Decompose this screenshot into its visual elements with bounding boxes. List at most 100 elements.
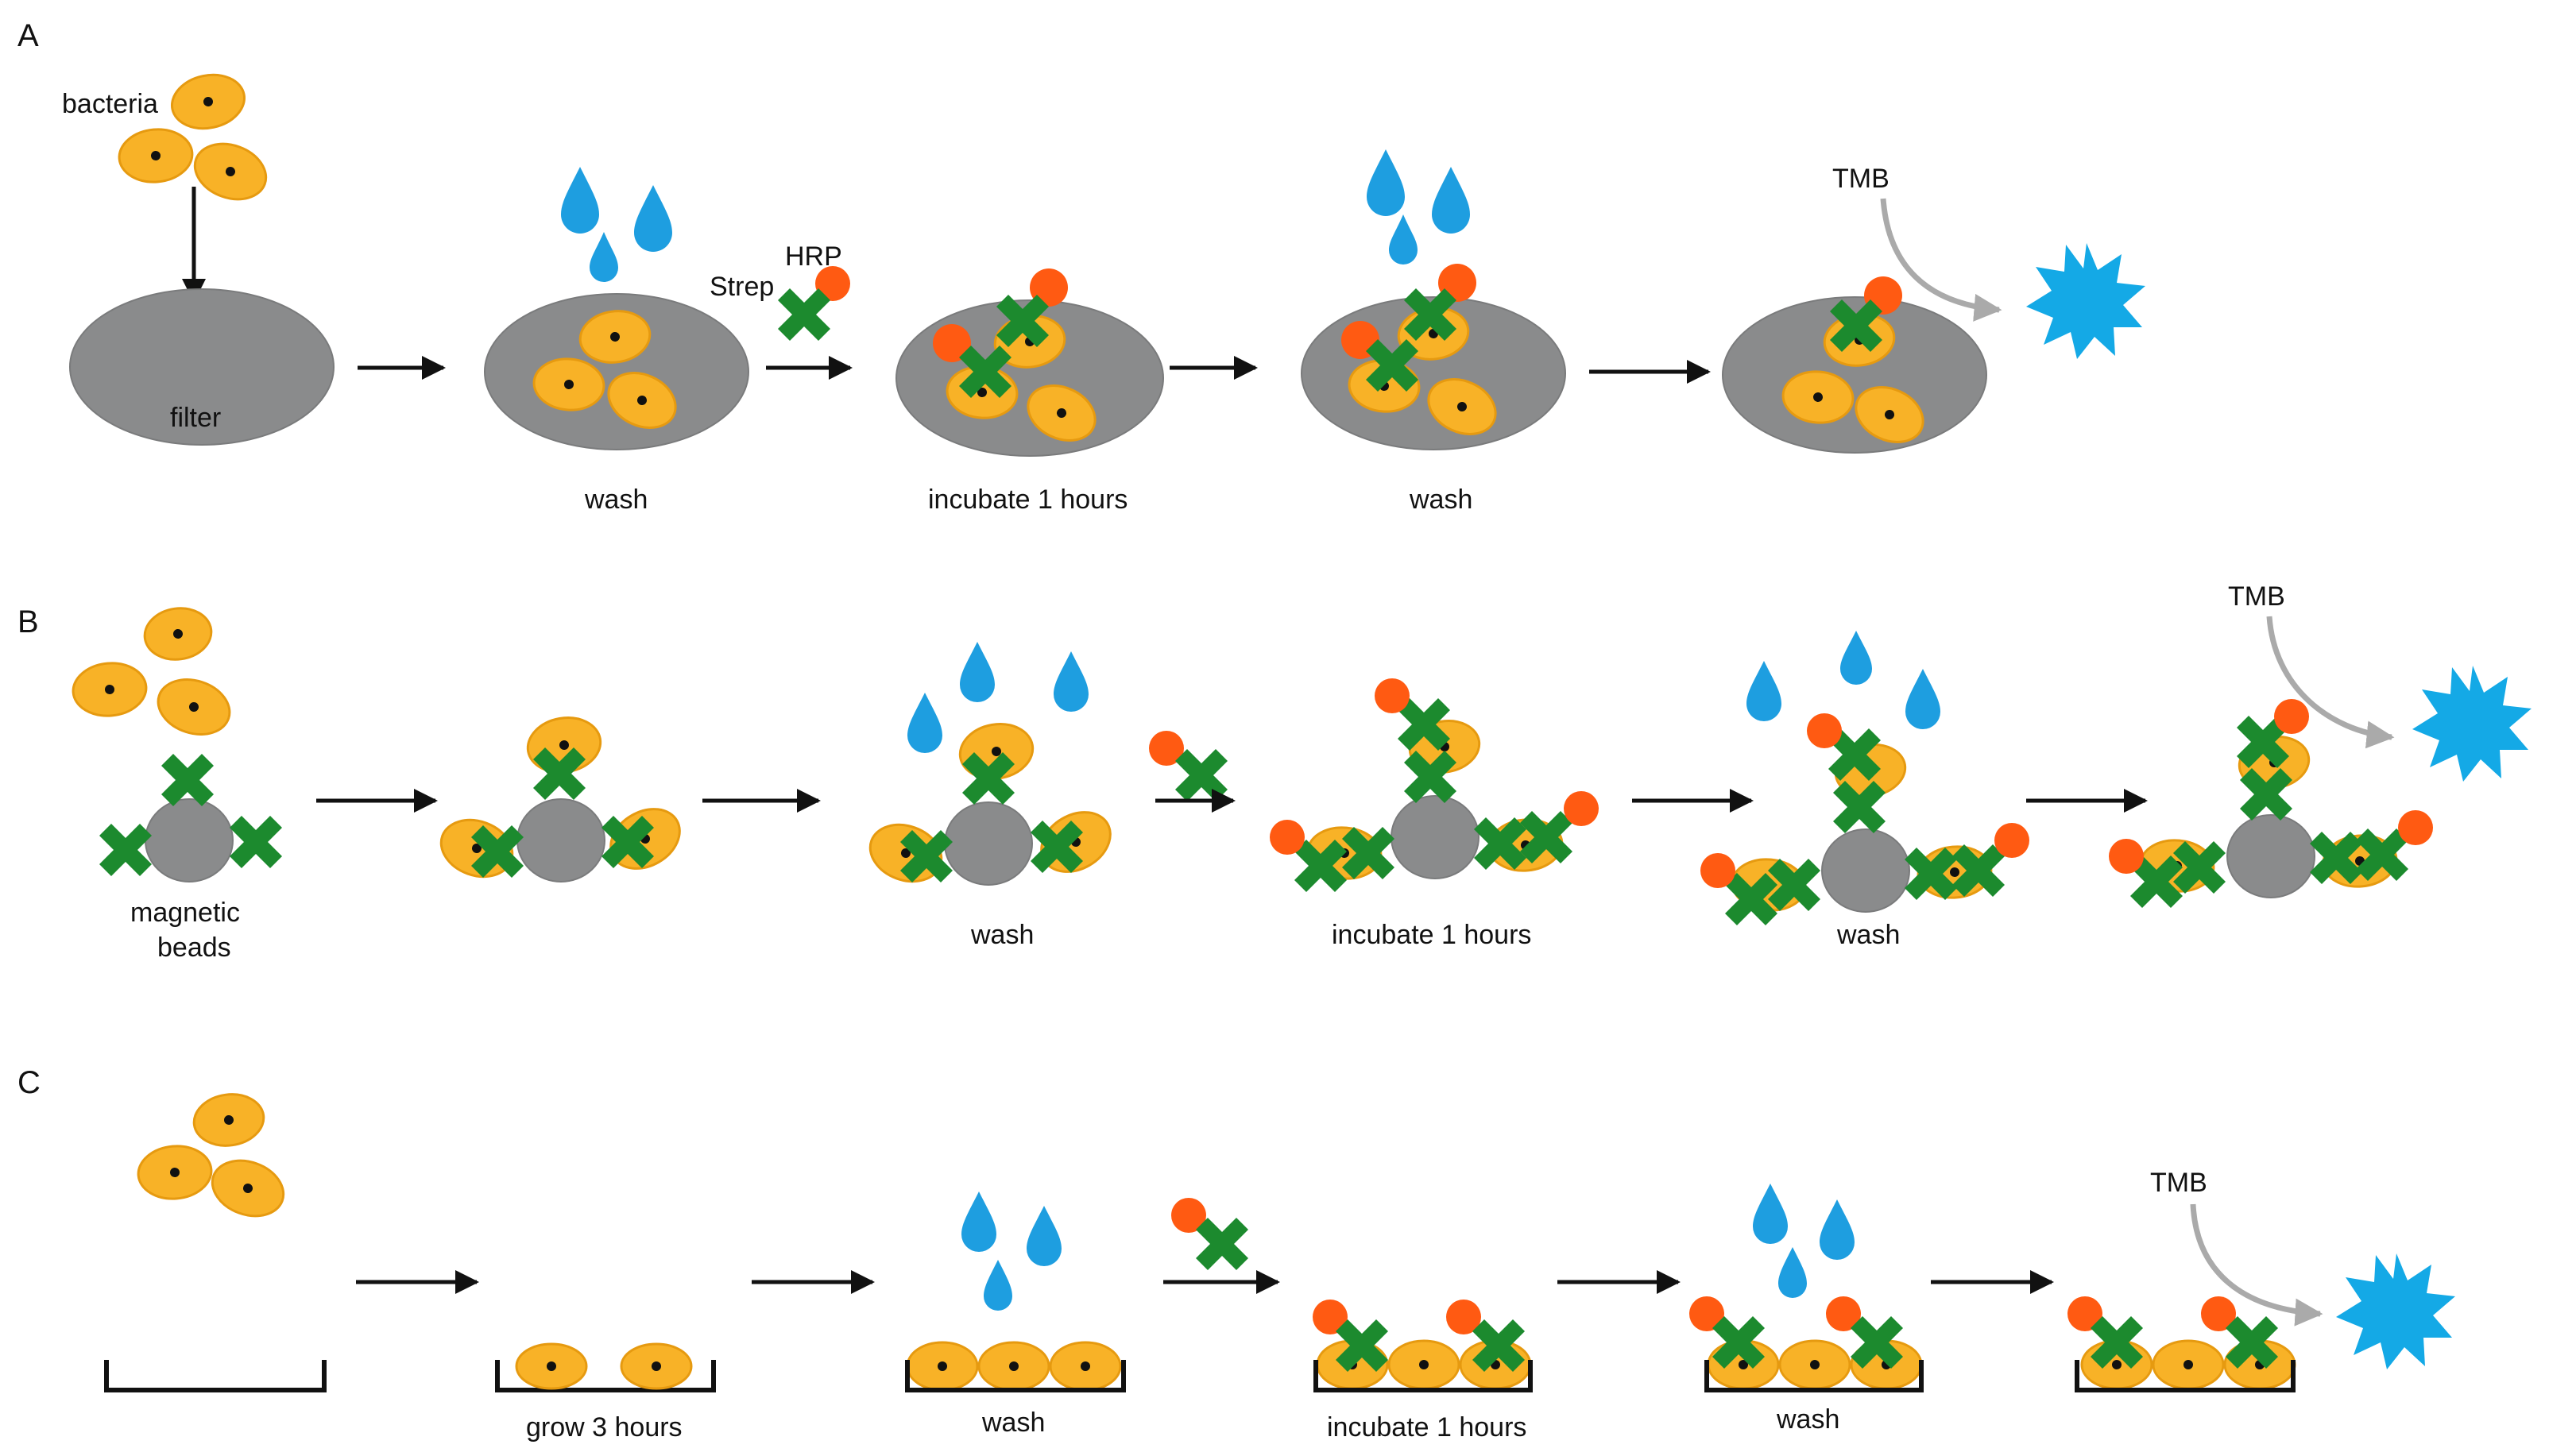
water-drop-icon	[590, 232, 618, 282]
bacteria-icon	[143, 607, 213, 661]
bead-label: magnetic	[130, 898, 240, 928]
step-label: wash	[981, 1408, 1045, 1438]
step-label: wash	[1836, 920, 1900, 950]
water-drop-icon	[1027, 1206, 1062, 1266]
strep-hrp-conjugate-icon	[1313, 1300, 1388, 1372]
step-label: incubate 1 hours	[1332, 920, 1531, 950]
strep-hrp-conjugate-icon	[1830, 276, 1902, 352]
bead-complex	[1700, 713, 2029, 925]
bacteria-icon	[906, 1341, 979, 1392]
bead-complex	[868, 723, 1112, 886]
strep-hrp-conjugate-icon	[933, 324, 1011, 398]
water-drops	[561, 167, 672, 282]
strep-hrp-conjugate-icon	[1149, 731, 1228, 801]
step-label: wash	[584, 485, 648, 515]
bead-complex	[1270, 678, 1599, 892]
magnetic-bead-icon	[1391, 795, 1480, 879]
water-drop-icon	[960, 642, 995, 702]
water-drop-icon	[1367, 149, 1405, 216]
step-label: incubate 1 hours	[928, 485, 1128, 515]
strep-hrp-conjugate-icon	[2067, 1296, 2143, 1369]
well-bracket-icon	[1704, 1360, 1924, 1392]
water-drop-icon	[1054, 651, 1089, 712]
panel-a-label: A	[17, 18, 39, 53]
well-bracket-icon	[1313, 1360, 1533, 1392]
bacteria-icon	[620, 1342, 693, 1390]
strep-label: Strep	[710, 272, 774, 302]
bacteria-icon	[72, 662, 148, 717]
bacteria-icon	[1778, 1339, 1851, 1390]
water-drops	[1753, 1184, 1855, 1298]
bacteria-icon	[137, 1145, 213, 1200]
strep-hrp-conjugate-icon	[2201, 1296, 2278, 1369]
step-label: incubate 1 hours	[1327, 1412, 1526, 1442]
tmb-arrow	[2190, 1203, 2323, 1327]
bacteria-icon	[977, 1341, 1050, 1392]
bacteria-icon	[157, 678, 231, 736]
bead-complex	[439, 716, 681, 882]
tmb-label: TMB	[1832, 164, 1890, 194]
water-drop-icon	[1905, 669, 1940, 729]
water-drop-icon	[984, 1260, 1012, 1311]
well-bracket-icon	[905, 1360, 1126, 1392]
water-drop-icon	[1389, 214, 1418, 265]
panel-c-label: C	[17, 1065, 41, 1100]
step-label: grow 3 hours	[526, 1412, 683, 1442]
water-drop-icon	[1840, 631, 1872, 685]
water-drops	[961, 1191, 1062, 1311]
bacteria-icon	[192, 1093, 265, 1147]
bacteria-cluster	[118, 73, 268, 201]
signal-burst-icon	[2412, 666, 2532, 782]
strep-hrp-conjugate-icon	[1341, 321, 1418, 392]
strep-hrp-conjugate-icon	[1689, 1296, 1765, 1369]
strep-hrp-conjugate-icon	[1171, 1198, 1248, 1270]
water-drop-icon	[961, 1191, 996, 1252]
strep-hrp-conjugate-icon	[996, 268, 1068, 347]
magnetic-bead-icon	[944, 801, 1033, 886]
bacteria-icon	[193, 142, 268, 201]
bacteria-icon	[1427, 378, 1497, 435]
magnetic-bead-icon	[1821, 828, 1910, 913]
bacteria-icon	[170, 73, 246, 130]
water-drop-icon	[634, 185, 672, 252]
panel-c: grow 3 hours wash in	[104, 1093, 2455, 1442]
strep-icon	[230, 816, 282, 868]
strep-icon	[161, 754, 214, 806]
strep-hrp-conjugate-icon	[1826, 1296, 1903, 1369]
magnetic-bead-icon	[516, 798, 605, 882]
tmb-label: TMB	[2228, 581, 2285, 612]
tmb-arrow	[2266, 616, 2395, 749]
water-drop-icon	[1432, 167, 1470, 234]
water-drop-icon	[1753, 1184, 1788, 1244]
filter-label: filter	[170, 403, 221, 433]
panel-b: magnetic beads wash	[72, 581, 2532, 963]
well-bracket-icon	[2075, 1360, 2296, 1392]
water-drop-icon	[561, 167, 599, 234]
bacteria-icon	[1049, 1341, 1122, 1392]
panel-b-label: B	[17, 604, 39, 639]
bacteria-icon	[607, 372, 677, 429]
bacteria-icon	[2152, 1339, 2225, 1390]
water-drop-icon	[907, 693, 942, 753]
bacteria-icon	[1855, 386, 1924, 443]
magnetic-bead-icon	[2226, 814, 2315, 898]
bacteria-icon	[118, 128, 194, 183]
bacteria-icon	[515, 1342, 588, 1390]
bacteria-icon	[532, 357, 605, 411]
water-drop-icon	[1820, 1199, 1855, 1260]
bacteria-icon	[211, 1159, 285, 1218]
tmb-arrow	[1880, 198, 2002, 322]
bacteria-icon	[1781, 370, 1855, 424]
filter-disc-icon	[484, 293, 749, 450]
water-drops	[1746, 631, 1940, 729]
strep-hrp-conjugate-icon	[1446, 1300, 1525, 1372]
magnetic-bead-icon	[145, 798, 234, 882]
water-drop-icon	[1778, 1247, 1807, 1298]
water-drops	[1367, 149, 1470, 265]
step-label: wash	[1409, 485, 1472, 515]
strep-hrp-conjugate-icon	[778, 266, 850, 341]
bead-label: beads	[157, 933, 231, 963]
filter-disc-icon	[69, 288, 335, 446]
well-bracket-icon	[495, 1360, 716, 1392]
